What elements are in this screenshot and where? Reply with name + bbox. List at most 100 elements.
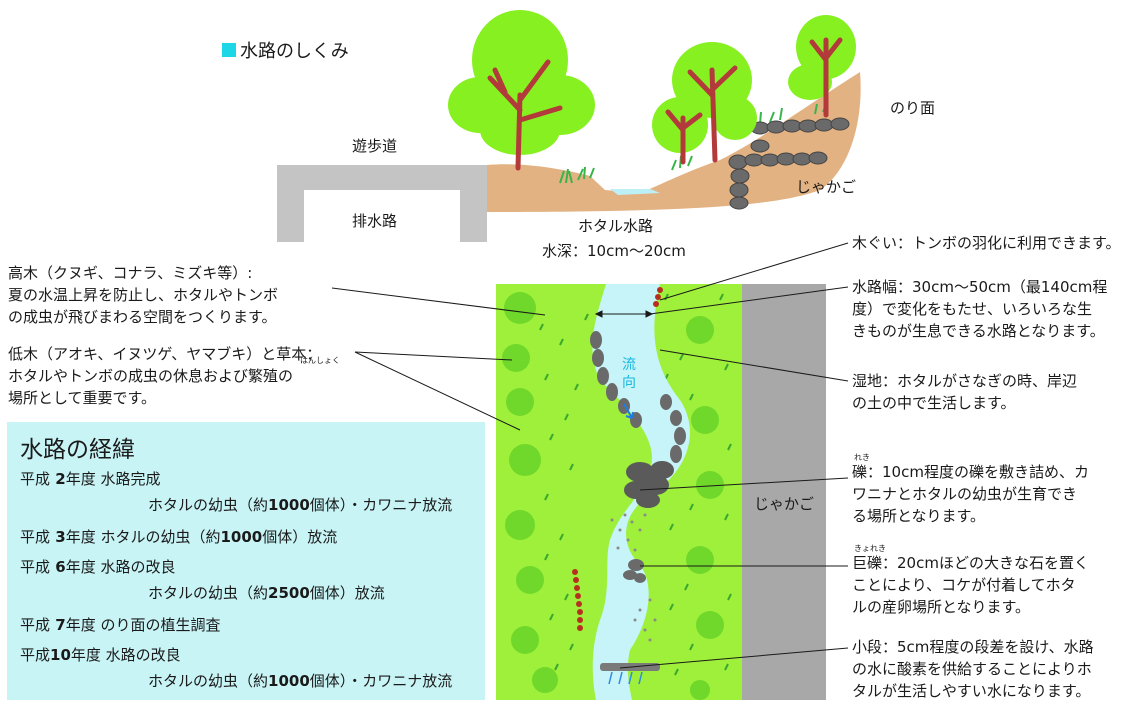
event: 個体）放流 (309, 584, 385, 602)
slope-label: のり面 (890, 99, 936, 117)
drain-concrete (277, 165, 487, 242)
gabion-label-section: じゃかご (796, 178, 857, 196)
flow-char-1: 流 (622, 357, 636, 373)
era: 平成 (20, 646, 51, 664)
year: 6 (50, 558, 66, 576)
low-trees-note: 低木（アオキ、イヌツゲ、ヤマブキ）と草本： ホタルやトンボの成虫の休息および繁殖… (8, 343, 321, 409)
history-panel (7, 422, 485, 700)
drain-label: 排水路 (352, 212, 398, 230)
unit: 年度 (65, 470, 96, 488)
title-marker-square-icon (222, 43, 236, 57)
era: 平成 (20, 616, 51, 634)
event: ホタルの幼虫（約 (148, 584, 269, 602)
note-line: ことにより、コケが付着してホタ (852, 576, 1076, 594)
history-row: ホタルの幼虫（約2500個体）放流 (148, 582, 385, 604)
year: 10 (50, 646, 71, 664)
channel-water (610, 189, 660, 195)
unit: 年度 (65, 558, 96, 576)
note-line: 礫：10cm程度の礫を敷き詰め、カ (852, 463, 1089, 481)
bushes (502, 292, 724, 700)
year: 7 (50, 616, 66, 634)
gravel-ruby: れき (854, 453, 870, 462)
low-trees-ruby: はんしょく (300, 356, 340, 365)
note-line: 湿地：ホタルがさなぎの時、岸辺 (852, 372, 1078, 390)
gabion-label-plan: じゃかご (754, 495, 815, 513)
note-line: の土の中で生活します。 (852, 394, 1016, 412)
tree-medium (652, 42, 757, 165)
year: 3 (50, 528, 66, 546)
wetland-note: 湿地：ホタルがさなぎの時、岸辺 の土の中で生活します。 (852, 370, 1077, 414)
stakes-note: 木ぐい：トンボの羽化に利用できます。 (852, 234, 1121, 252)
year: 2 (50, 470, 66, 488)
event: 水路の改良 (100, 646, 181, 664)
event: ホタルの幼虫（約 (148, 496, 269, 514)
flow-arrow-icon (623, 403, 634, 419)
gabion-stones (728, 117, 850, 210)
note-line: の水に酸素を供給することによりホ (852, 660, 1092, 678)
channel-label: ホタル水路 (578, 217, 654, 235)
note-line: 場所として重要です。 (8, 389, 157, 407)
wooden-stakes (572, 287, 663, 631)
note-line: タルが生活しやすい水になります。 (852, 682, 1091, 700)
note-line: 低木（アオキ、イヌツゲ、ヤマブキ）と草本： (8, 345, 322, 363)
count: 1000 (220, 528, 263, 546)
boulder-ruby: きょれき (854, 544, 886, 553)
note-line: ワニナとホタルの幼虫が生育でき (852, 485, 1078, 503)
promenade-label: 遊歩道 (352, 137, 398, 155)
event: のり面の植生調査 (95, 616, 221, 634)
width-note: 水路幅：30cm〜50cm（最140cm程 度）で変化をもたせ、いろいろな生 き… (852, 276, 1107, 342)
boulders (623, 559, 646, 583)
event: 個体）・カワニナ放流 (309, 672, 453, 690)
note-line: 巨礫：20cmほどの大きな石を置く (852, 554, 1089, 572)
history-title: 水路の経緯 (20, 437, 135, 463)
history-row: ホタルの幼虫（約1000個体）・カワニナ放流 (148, 494, 452, 516)
gravel-bed (624, 461, 674, 508)
event: 水路の改良 (95, 558, 176, 576)
note-line: きものが生息できる水路となります。 (852, 322, 1105, 340)
note-line: 夏の水温上昇を防止し、ホタルやトンボ (8, 286, 279, 304)
unit: 年度 (65, 616, 96, 634)
leader-lines (331, 242, 849, 669)
history-row: 平成 2年度 水路完成 (20, 468, 160, 490)
note-line: 度）で変化をもたせ、いろいろな生 (852, 300, 1093, 318)
count: 2500 (268, 584, 310, 602)
count: 1000 (268, 496, 310, 514)
event: 水路完成 (95, 470, 161, 488)
event: 個体）放流 (262, 528, 338, 546)
tree-large (448, 10, 595, 171)
history-row: 平成10年度 水路の改良 (20, 644, 181, 666)
title-text: 水路のしくみ (240, 41, 349, 62)
depth-label: 水深：10cm〜20cm (542, 242, 686, 260)
count: 1000 (268, 672, 310, 690)
unit: 年度 (70, 646, 101, 664)
event: 個体）・カワニナ放流 (309, 496, 453, 514)
tall-trees-note: 高木（クヌギ、コナラ、ミズキ等）: 夏の水温上昇を防止し、ホタルやトンボ の成虫… (8, 262, 278, 328)
era: 平成 (20, 470, 51, 488)
gravel-dots (610, 513, 657, 642)
grass-marks (539, 293, 732, 676)
boulder-note: 巨礫：20cmほどの大きな石を置く ことにより、コケが付着してホタ ルの産卵場所… (852, 552, 1089, 618)
plan-gabion-strip (742, 284, 826, 700)
era: 平成 (20, 558, 51, 576)
note-line: ルの産卵場所となります。 (852, 598, 1031, 616)
note-line: 水路幅：30cm〜50cm（最140cm程 (852, 278, 1108, 296)
history-row: 平成 3年度 ホタルの幼虫（約1000個体）放流 (20, 526, 337, 548)
history-row: ホタルの幼虫（約1000個体）・カワニナ放流 (148, 670, 452, 692)
event: ホタルの幼虫（約 (148, 672, 269, 690)
width-arrow-icon (594, 310, 654, 318)
flow-char-2: 向 (622, 375, 636, 391)
history-row: 平成 7年度 のり面の植生調査 (20, 614, 220, 636)
event: ホタルの幼虫（約 (95, 528, 221, 546)
note-line: の成虫が飛びまわる空間をつくります。 (8, 308, 277, 326)
history-row: 平成 6年度 水路の改良 (20, 556, 175, 578)
note-line: 小段：5cm程度の段差を設け、水路 (852, 638, 1094, 656)
note-line: 高木（クヌギ、コナラ、ミズキ等）: (8, 264, 253, 282)
note-line: ホタルやトンボの成虫の休息および繁殖の (8, 367, 294, 385)
gravel-note: 礫：10cm程度の礫を敷き詰め、カ ワニナとホタルの幼虫が生育でき る場所となり… (852, 461, 1089, 527)
diagram-title: 水路のしくみ (222, 37, 349, 63)
tree-small (788, 15, 856, 118)
step-water-arrows-icon (608, 671, 643, 685)
era: 平成 (20, 528, 51, 546)
